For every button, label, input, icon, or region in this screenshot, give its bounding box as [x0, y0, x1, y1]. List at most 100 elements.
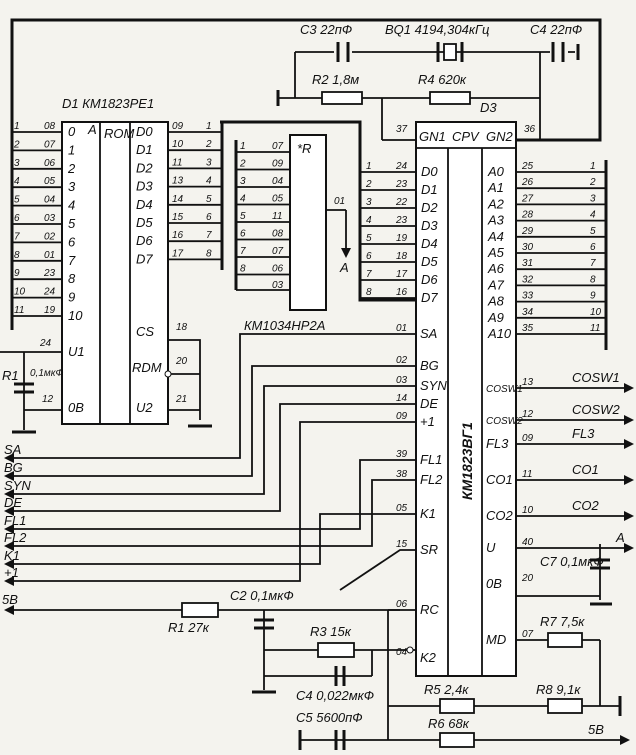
d3-addr-name: A5 — [487, 245, 505, 260]
d1-data-pin: 09 — [172, 121, 184, 132]
d2-title: *R — [297, 141, 311, 156]
d3-ctrl-pin: 39 — [396, 449, 408, 460]
d3-addr-pin: 31 — [522, 258, 533, 269]
d1-u2: U2 — [136, 400, 153, 415]
d1-data-pin: 15 — [172, 212, 184, 223]
d1-data-ext: 4 — [206, 176, 212, 187]
c4b-label: C4 0,022мкФ — [296, 688, 374, 703]
d1-data-name: D6 — [136, 233, 153, 248]
d3-addr-ext: 10 — [590, 307, 602, 318]
d3-rctrl-arrow — [624, 511, 634, 521]
d2-pin-ext: 5 — [240, 211, 246, 222]
d1-addr-ext: 1 — [14, 121, 20, 132]
d2-pin-ext: 3 — [240, 176, 246, 187]
d1-addr-ext: 9 — [14, 268, 20, 279]
d3-ctrl-name: +1 — [420, 414, 435, 429]
d3-data-ext: 5 — [366, 233, 372, 244]
d3-rctrl-signal: CO2 — [572, 498, 600, 513]
bq1-crystal — [443, 43, 457, 61]
d3-rctrl-pin: 13 — [522, 377, 534, 388]
d3-data-name: D7 — [421, 290, 438, 305]
left-signal-arrow — [4, 489, 14, 499]
r4-label: R4 620к — [418, 72, 467, 87]
d1-addr-name: 4 — [68, 198, 75, 213]
d2-pin-ext: 1 — [240, 141, 246, 152]
d3-rctrl-signal: CO1 — [572, 462, 599, 477]
d1-addr-name: 0 — [68, 124, 76, 139]
d3-rctrl-name: FL3 — [486, 436, 509, 451]
d3-ctrl-name: K2 — [420, 650, 437, 665]
d3-addr-pin: 30 — [522, 242, 534, 253]
d1-data-ext: 2 — [205, 139, 212, 150]
d3-data-pin: 22 — [395, 197, 408, 208]
d3-rctrl-pin: 40 — [522, 537, 534, 548]
d1-addr-name: 10 — [68, 308, 83, 323]
d1-name: D1 КМ1823РЕ1 — [62, 96, 154, 111]
left-signal-label: SA — [4, 442, 21, 457]
d3-chip-body — [415, 121, 517, 677]
d1-u2-pin: 21 — [175, 394, 187, 405]
d1-data-name: D2 — [136, 160, 153, 175]
d3-addr-ext: 7 — [590, 258, 596, 269]
d3-data-ext: 2 — [365, 179, 372, 190]
d3-rctrl-arrow — [624, 415, 634, 425]
d3-ctrl-name: RC — [420, 602, 439, 617]
d1-cs-wire — [168, 339, 201, 420]
d1-chip-body — [61, 121, 169, 425]
d3-addr-name: A6 — [487, 261, 505, 276]
d1-addr-name: 1 — [68, 142, 75, 157]
left-signal-wire — [14, 479, 416, 547]
d3-ctrl-name: SA — [420, 326, 437, 341]
d2-pin-num: 07 — [272, 246, 284, 257]
c1-label: 0,1мкФ — [30, 368, 63, 379]
d1-addr-pin: 23 — [43, 268, 56, 279]
d3-rctrl-pin: 11 — [522, 469, 532, 480]
d3-data-ext: 6 — [366, 251, 372, 262]
bottom-supply-arrow — [620, 735, 630, 745]
d3-ctrl-name: BG — [420, 358, 439, 373]
d3-gn2-pin: 36 — [524, 124, 536, 135]
d3-ctrl-name: SYN — [420, 378, 447, 393]
d3-ctrl-pin: 05 — [396, 503, 408, 514]
d2-pin-num: 11 — [272, 211, 282, 222]
d3-gn1-pin: 37 — [396, 124, 408, 135]
d1-addr-name: 3 — [68, 179, 76, 194]
d1-data-name: D4 — [136, 197, 153, 212]
r7-resistor — [547, 632, 583, 648]
d2-pin-num: 08 — [272, 229, 284, 240]
left-signal-arrow — [4, 453, 14, 463]
d2-pin-ext: 8 — [240, 264, 246, 275]
d3-rctrl-name: COSW1 — [486, 384, 523, 395]
d3-rctrl-pin: 07 — [522, 629, 534, 640]
d1-addr-name: 9 — [68, 290, 75, 305]
d2-top-bus — [220, 120, 416, 302]
d3-rctrl-signal: COSW1 — [572, 370, 620, 385]
left-signal-label: SYN — [4, 478, 31, 493]
d1-addr-pin: 01 — [44, 250, 55, 261]
k2-inv — [406, 646, 414, 654]
d1-cs: CS — [136, 324, 154, 339]
d3-addr-pin: 29 — [521, 226, 534, 237]
d1-addr-label: A — [87, 122, 97, 137]
d1-u1: U1 — [68, 344, 85, 359]
c2-label: C2 0,1мкФ — [230, 588, 294, 603]
d1-addr-ext: 3 — [14, 158, 20, 169]
d3-rctrl-name: MD — [486, 632, 506, 647]
d2-p03: 03 — [272, 280, 284, 291]
left-signal-wire — [14, 421, 416, 582]
d3-func: CPV — [452, 129, 480, 144]
d3-ctrl-pin: 01 — [396, 323, 407, 334]
d2-pin-ext: 4 — [240, 194, 246, 205]
d1-addr-ext: 11 — [14, 305, 24, 316]
d3-addr-ext: 6 — [590, 242, 596, 253]
left-signal-wire — [14, 403, 416, 512]
d1-rdm: RDM — [132, 360, 162, 375]
sr-wire — [339, 549, 416, 591]
d3-ctrl-name: DE — [420, 396, 438, 411]
left-signal-label: BG — [4, 460, 23, 475]
d3-addr-ext: 1 — [590, 161, 596, 172]
d1-ob: 0B — [68, 400, 84, 415]
